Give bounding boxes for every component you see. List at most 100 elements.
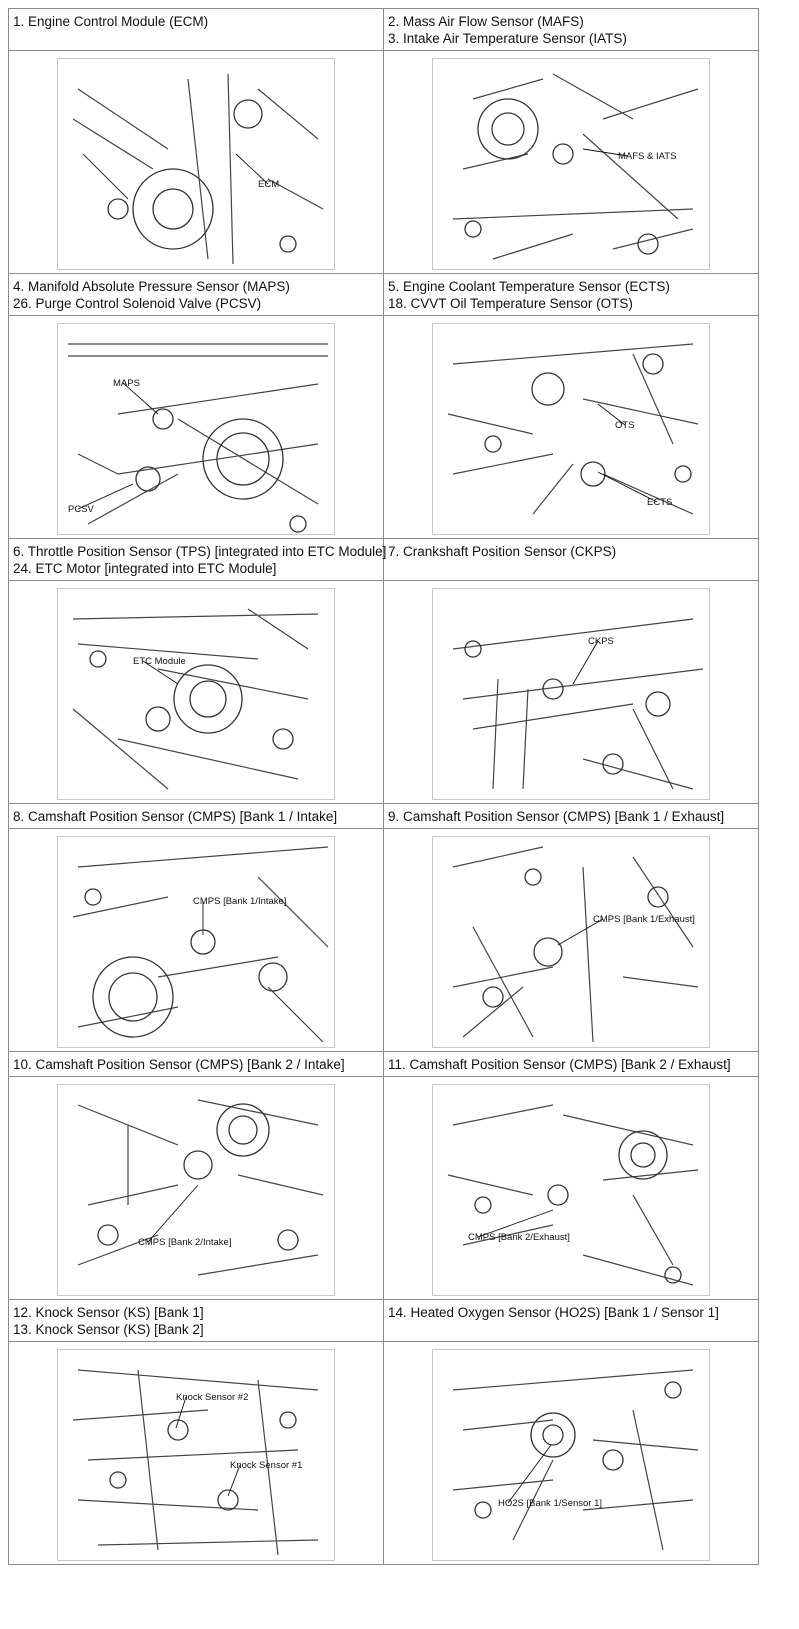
callout-label: MAFS & IATS (618, 151, 676, 162)
component-title-cell: 8. Camshaft Position Sensor (CMPS) [Bank… (8, 803, 384, 829)
drawing-part (132, 168, 214, 250)
component-figure-cell: CMPS [Bank 2/Intake] (8, 1076, 384, 1300)
drawing-part (173, 664, 243, 734)
header-row: 6. Throttle Position Sensor (TPS) [integ… (8, 538, 759, 581)
component-title: 9. Camshaft Position Sensor (CMPS) [Bank… (388, 809, 725, 824)
component-figure-cell: CKPS (383, 580, 759, 804)
drawing-part (474, 1501, 492, 1519)
callout-label: Knock Sensor #2 (176, 1392, 248, 1403)
callout-label: CKPS (588, 636, 614, 647)
component-title: 14. Heated Oxygen Sensor (HO2S) [Bank 1 … (388, 1305, 719, 1320)
drawing-part (552, 143, 574, 165)
component-title: 18. CVVT Oil Temperature Sensor (OTS) (388, 296, 633, 311)
drawing-linework (72, 608, 319, 790)
callout-leader-line (175, 1396, 187, 1429)
callout-label: ECM (258, 179, 279, 190)
drawing-linework (452, 73, 699, 260)
drawing-part (547, 1184, 569, 1206)
component-title: 26. Purge Control Solenoid Valve (PCSV) (13, 296, 262, 311)
drawing-part (216, 432, 270, 486)
component-title: 2. Mass Air Flow Sensor (MAFS) (388, 14, 584, 29)
drawing-part (484, 435, 502, 453)
drawing-part (289, 515, 307, 533)
callout-label: Knock Sensor #1 (230, 1460, 302, 1471)
component-figure-cell: ETC Module (8, 580, 384, 804)
component-title-cell: 7. Crankshaft Position Sensor (CKPS) (383, 538, 759, 581)
component-figure-cell: CMPS [Bank 1/Intake] (8, 828, 384, 1052)
drawing-part (464, 640, 482, 658)
component-figure-cell: CMPS [Bank 1/Exhaust] (383, 828, 759, 1052)
callout-leader-line (235, 153, 269, 185)
drawing-linework (77, 1099, 324, 1276)
drawing-part (135, 466, 161, 492)
component-location-drawing: HO2S [Bank 1/Sensor 1] (432, 1349, 710, 1561)
drawing-part (84, 888, 102, 906)
component-figure-cell: MAFS & IATS (383, 50, 759, 274)
figure-row: ETC Module CKPS (8, 580, 759, 804)
callout-leader-line (572, 640, 599, 685)
component-title: 3. Intake Air Temperature Sensor (IATS) (388, 31, 627, 46)
callout-leader-line (582, 148, 629, 157)
drawing-part (637, 233, 659, 255)
drawing-part (533, 937, 563, 967)
component-figure-cell: ECM (8, 50, 384, 274)
component-title: 6. Throttle Position Sensor (TPS) [integ… (13, 544, 387, 559)
drawing-part (152, 188, 194, 230)
drawing-part (618, 1130, 668, 1180)
callout-leader-line (557, 918, 604, 946)
component-title: 10. Camshaft Position Sensor (CMPS) [Ban… (13, 1057, 345, 1072)
drawing-part (272, 728, 294, 750)
drawing-part (477, 98, 539, 160)
component-title-cell: 9. Camshaft Position Sensor (CMPS) [Bank… (383, 803, 759, 829)
drawing-part (97, 1224, 119, 1246)
component-figure-cell: CMPS [Bank 2/Exhaust] (383, 1076, 759, 1300)
drawing-part (647, 886, 669, 908)
drawing-part (277, 1229, 299, 1251)
component-title: 4. Manifold Absolute Pressure Sensor (MA… (13, 279, 290, 294)
header-row: 12. Knock Sensor (KS) [Bank 1]13. Knock … (8, 1299, 759, 1342)
component-figure-cell: HO2S [Bank 1/Sensor 1] (383, 1341, 759, 1565)
drawing-part (89, 650, 107, 668)
callout-label: PCSV (68, 504, 95, 515)
drawing-part (279, 235, 297, 253)
component-title-cell: 11. Camshaft Position Sensor (CMPS) [Ban… (383, 1051, 759, 1077)
drawing-part (530, 1412, 576, 1458)
component-title-cell: 5. Engine Coolant Temperature Sensor (EC… (383, 273, 759, 316)
component-title: 11. Camshaft Position Sensor (CMPS) [Ban… (388, 1057, 731, 1072)
figure-row: ECM MAFS & IATS (8, 50, 759, 274)
drawing-part (152, 408, 174, 430)
component-location-drawing: CMPS [Bank 2/Intake] (57, 1084, 335, 1296)
drawing-part (183, 1150, 213, 1180)
drawing-part (92, 956, 174, 1038)
drawing-part (491, 112, 525, 146)
drawing-part (674, 465, 692, 483)
drawing-linework (447, 343, 699, 515)
callout-label: CMPS [Bank 1/Intake] (193, 896, 286, 907)
header-row: 1. Engine Control Module (ECM)2. Mass Ai… (8, 8, 759, 51)
component-location-drawing: CMPS [Bank 2/Exhaust] (432, 1084, 710, 1296)
component-location-drawing: CMPS [Bank 1/Exhaust] (432, 836, 710, 1048)
component-location-drawing: ETC Module (57, 588, 335, 800)
component-title-cell: 10. Camshaft Position Sensor (CMPS) [Ban… (8, 1051, 384, 1077)
figure-row: Knock Sensor #2 Knock Sensor #1 HO2S [Bank… (8, 1341, 759, 1565)
drawing-part (580, 461, 606, 487)
component-location-drawing: MAFS & IATS (432, 58, 710, 270)
figure-row: CMPS [Bank 2/Intake] CMPS [Bank 2/Exhaust… (8, 1076, 759, 1300)
drawing-part (228, 1115, 258, 1145)
drawing-linework (72, 73, 324, 265)
drawing-part (524, 868, 542, 886)
component-location-drawing: Knock Sensor #2 Knock Sensor #1 (57, 1349, 335, 1561)
drawing-part (664, 1381, 682, 1399)
drawing-part (109, 1471, 127, 1489)
sensor-location-table-body: 1. Engine Control Module (ECM)2. Mass Ai… (8, 8, 759, 1565)
drawing-linework (72, 846, 329, 1043)
component-title: 13. Knock Sensor (KS) [Bank 2] (13, 1322, 204, 1337)
component-title: 8. Camshaft Position Sensor (CMPS) [Bank… (13, 809, 338, 824)
drawing-part (542, 1424, 564, 1446)
callout-label: CMPS [Bank 2/Exhaust] (468, 1232, 570, 1243)
callout-leader-line (147, 1184, 199, 1243)
